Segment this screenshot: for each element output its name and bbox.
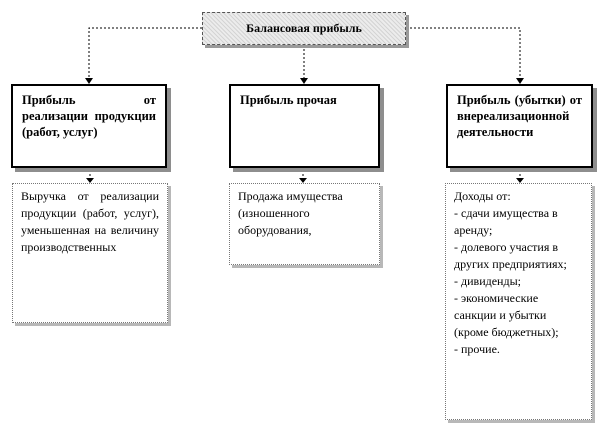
arrowhead-column-3-detail [516, 178, 524, 183]
detail-non-operating-income: Доходы от: - сдачи имущества в аренду; -… [445, 183, 592, 420]
income-list-item: - прочие. [454, 342, 500, 356]
root-node-label: Балансовая прибыль [246, 21, 362, 35]
arrowhead-column-2 [300, 78, 308, 84]
detail-sales-revenue-text: Выручка от реализации продукции (работ, … [21, 189, 159, 254]
node-sales-profit-label: Прибыль от реализации продукции (работ, … [22, 93, 156, 139]
income-list-item: - долевого участия в других предприятиях… [454, 240, 567, 271]
arrowhead-column-3 [516, 78, 524, 84]
income-list-item: - экономические санкции и убытки (кроме … [454, 291, 559, 339]
arrowhead-column-1 [85, 78, 93, 84]
connector-to-column-1 [88, 27, 202, 78]
detail-sales-revenue: Выручка от реализации продукции (работ, … [12, 183, 168, 323]
arrowhead-column-2-detail [299, 178, 307, 183]
node-other-profit: Прибыль прочая [229, 84, 380, 168]
detail-property-sale-text: Продажа имущества (изношенного оборудова… [238, 189, 343, 237]
node-non-operating-profit: Прибыль (убытки) от внереализационной де… [446, 84, 593, 168]
income-list-item: - сдачи имущества в аренду; [454, 206, 558, 237]
root-node-balance-profit: Балансовая прибыль [202, 12, 406, 45]
node-sales-profit: Прибыль от реализации продукции (работ, … [11, 84, 167, 168]
arrowhead-column-1-detail [86, 178, 94, 183]
node-other-profit-label: Прибыль прочая [240, 93, 337, 107]
connector-to-column-3 [406, 27, 521, 78]
detail-property-sale: Продажа имущества (изношенного оборудова… [229, 183, 380, 265]
income-list-item: - дивиденды; [454, 274, 521, 288]
income-list-heading: Доходы от: [454, 189, 511, 203]
node-non-operating-profit-label: Прибыль (убытки) от внереализационной де… [457, 93, 582, 139]
